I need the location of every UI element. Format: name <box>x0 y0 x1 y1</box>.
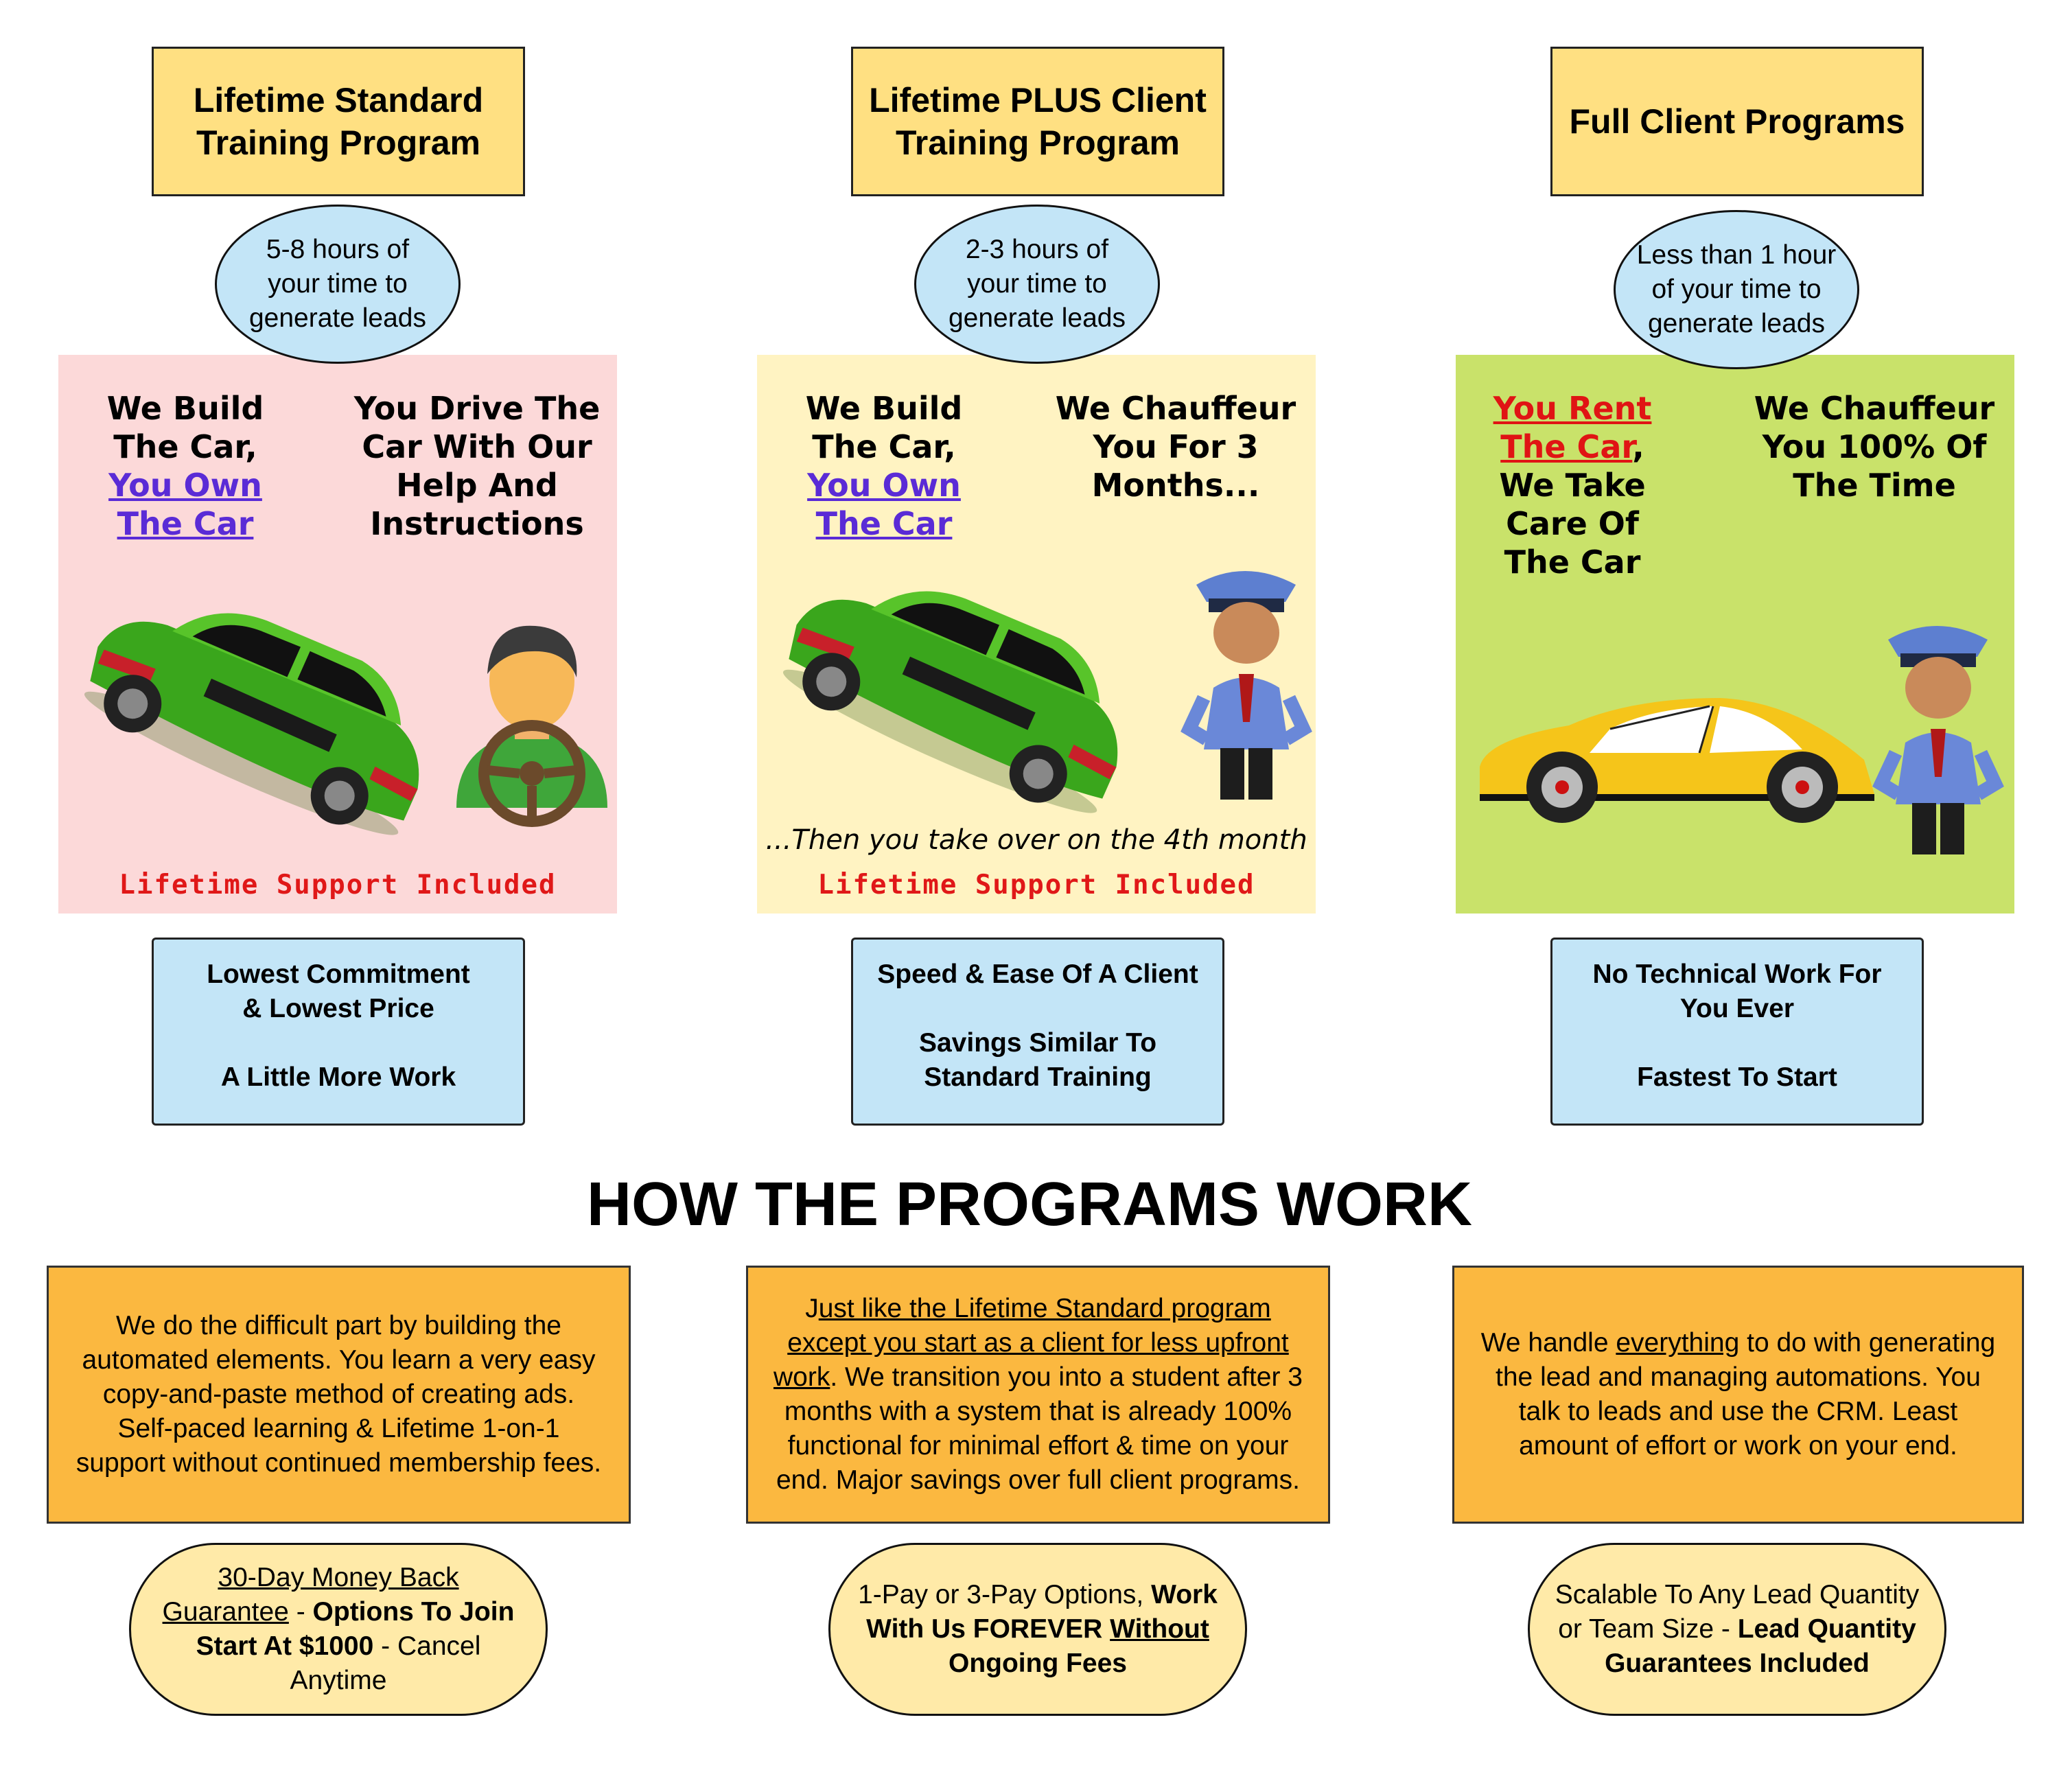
panel-full-client: You Rent The Car, We Take Care Of The Ca… <box>1456 355 2014 914</box>
benefits-full-client: No Technical Work For You Ever Fastest T… <box>1550 938 1924 1126</box>
main-heading: HOW THE PROGRAMS WORK <box>587 1170 1472 1239</box>
heading-we-build-car-plus: We Build The Car, You Own The Car <box>805 390 963 542</box>
heading-we-chauffeur-100: We Chauffeur You 100% Of The Time <box>1754 390 1995 504</box>
green-car-icon <box>84 613 419 835</box>
pill-full-client: Scalable To Any Lead Quantity or Team Si… <box>1528 1543 1946 1716</box>
pill-standard: 30-Day Money Back Guarantee - Options To… <box>129 1543 548 1716</box>
description-standard: We do the difficult part by building the… <box>47 1266 631 1524</box>
month-note: ...Then you take over on the 4th month <box>765 824 1307 856</box>
heading-you-drive: You Drive The Car With Our Help And Inst… <box>353 390 601 542</box>
panel-standard: We Build The Car, You Own The Car You Dr… <box>58 355 617 914</box>
heading-we-build-car: We Build The Car, You Own The Car <box>106 390 264 542</box>
green-car-icon <box>782 591 1118 813</box>
description-plus: Just like the Lifetime Standard program … <box>746 1266 1330 1524</box>
heading-we-chauffeur-3-months: We Chauffeur You For 3 Months... <box>1055 390 1296 504</box>
driver-steering-icon <box>456 625 607 827</box>
support-label-plus: Lifetime Support Included <box>817 870 1255 900</box>
panel-plus: We Build The Car, You Own The Car We Cha… <box>757 355 1316 914</box>
benefits-plus: Speed & Ease Of A Client Savings Similar… <box>851 938 1224 1126</box>
description-full-client: We handle everything to do with generati… <box>1452 1266 2024 1524</box>
support-label-standard: Lifetime Support Included <box>119 870 557 900</box>
yellow-sports-car-icon <box>1480 698 1874 823</box>
heading-you-rent-car: You Rent The Car, We Take Care Of The Ca… <box>1493 390 1652 581</box>
benefits-standard: Lowest Commitment & Lowest Price A Littl… <box>152 938 525 1126</box>
chauffeur-icon <box>1872 626 2004 854</box>
chauffeur-icon <box>1180 571 1312 800</box>
pill-plus: 1-Pay or 3-Pay Options, Work With Us FOR… <box>828 1543 1247 1716</box>
program-title-full-client: Full Client Programs <box>1550 47 1924 196</box>
